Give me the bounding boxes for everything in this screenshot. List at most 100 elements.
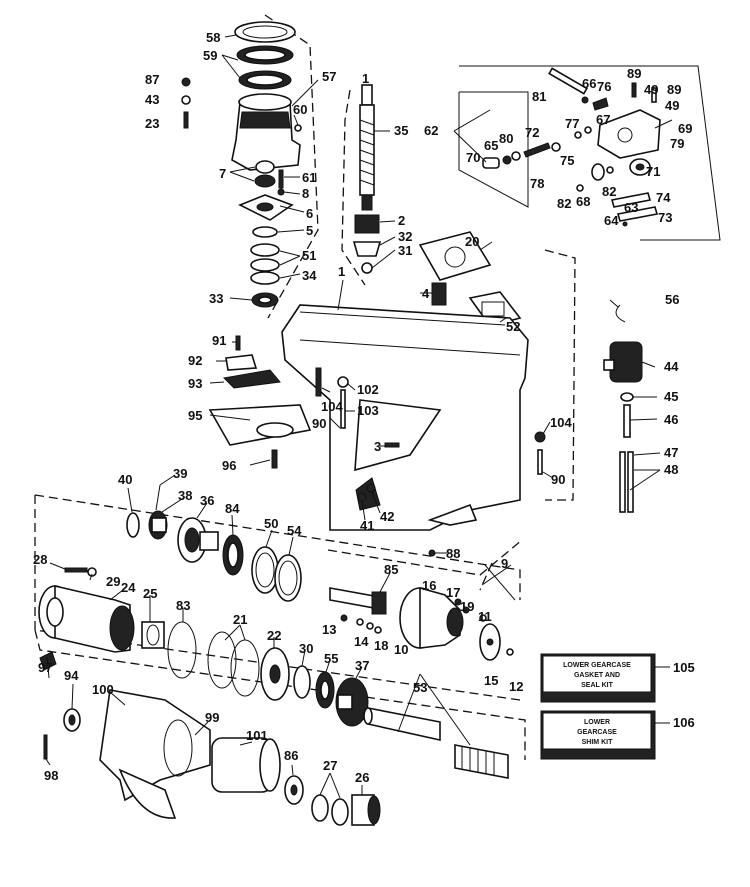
callout-12: 12 (509, 679, 523, 694)
callout-37: 37 (355, 658, 369, 673)
callout-48: 48 (664, 462, 678, 477)
callout-106: 106 (673, 715, 695, 730)
kit-box-106: LOWER GEARCASE SHIM KIT (540, 710, 656, 760)
part-44-shift-housing (603, 341, 643, 383)
callout-87: 87 (145, 72, 159, 87)
part-66-76-clips (581, 96, 609, 111)
callout-8: 8 (302, 186, 309, 201)
callout-62: 62 (424, 123, 438, 138)
part-25-bearing (141, 621, 165, 649)
part-94-washer (63, 708, 81, 732)
leader-lines (45, 34, 670, 799)
callout-17: 17 (446, 585, 460, 600)
part-101-86-27-26-bushing-parts (211, 737, 381, 826)
callout-16: 16 (422, 578, 436, 593)
callout-28: 28 (33, 552, 47, 567)
callout-94: 94 (64, 668, 79, 683)
part-28-29-screw (64, 567, 97, 577)
part-16-bearing-housing (399, 586, 464, 649)
callout-97: 97 (38, 660, 52, 675)
part-5-51-34-washers (250, 226, 280, 285)
callout-79: 79 (670, 136, 684, 151)
part-83-o-ring (167, 621, 197, 679)
callout-65: 65 (484, 138, 498, 153)
callout-90-b: 90 (551, 472, 565, 487)
callout-29: 29 (106, 574, 120, 589)
callout-34: 34 (302, 268, 317, 283)
callout-22: 22 (267, 628, 281, 643)
callout-3: 3 (374, 439, 381, 454)
callout-60: 60 (293, 102, 307, 117)
part-15-12-parts (479, 623, 514, 661)
callout-98: 98 (44, 768, 58, 783)
callout-9: 9 (501, 556, 508, 571)
part-24-bearing-carrier (38, 584, 135, 653)
callout-57: 57 (322, 69, 336, 84)
part-33-bearing (251, 292, 279, 308)
callout-7: 7 (219, 166, 226, 181)
part-39-pin (155, 484, 161, 511)
callout-59: 59 (203, 48, 217, 63)
callout-96: 96 (222, 458, 236, 473)
part-17-19-11-parts (454, 598, 487, 622)
callout-44: 44 (664, 359, 679, 374)
callout-55: 55 (324, 651, 338, 666)
callout-41: 41 (360, 518, 374, 533)
callout-21: 21 (233, 612, 247, 627)
part-47-48-shift-rods (619, 451, 634, 513)
callout-32: 32 (398, 229, 412, 244)
part-59-rings (236, 45, 294, 90)
callout-23: 23 (145, 116, 159, 131)
callout-56: 56 (665, 292, 679, 307)
callout-46: 46 (664, 412, 678, 427)
callout-88: 88 (446, 546, 460, 561)
callout-47: 47 (664, 445, 678, 460)
callout-30: 30 (299, 641, 313, 656)
callout-25: 25 (143, 586, 157, 601)
callout-68: 68 (576, 194, 590, 209)
callout-89-a: 89 (627, 66, 641, 81)
callout-99: 99 (205, 710, 219, 725)
callout-49-b: 49 (665, 98, 679, 113)
assembly-guide-lines (34, 14, 576, 760)
callout-85: 85 (384, 562, 398, 577)
callout-50: 50 (264, 516, 278, 531)
callout-2: 2 (398, 213, 405, 228)
part-60-pin (294, 124, 302, 132)
part-58-seal-ring (234, 21, 296, 43)
callout-54: 54 (287, 523, 302, 538)
part-35-drive-shaft (359, 84, 375, 211)
callout-69: 69 (678, 121, 692, 136)
callout-31: 31 (398, 243, 412, 258)
kit-box-105: LOWER GEARCASE GASKET AND SEAL KIT (540, 653, 656, 703)
part-91-92-93-95-96-trim-tab (208, 335, 312, 469)
part-70-65-80-72-plunger (482, 142, 551, 169)
kit-106-line1: LOWER (584, 719, 610, 726)
part-20-gasket (418, 231, 492, 281)
callout-80: 80 (499, 131, 513, 146)
callout-82-b: 82 (557, 196, 571, 211)
callout-24: 24 (121, 580, 136, 595)
part-71-diaphragm (629, 158, 651, 176)
callout-76: 76 (597, 79, 611, 94)
part-89-49-69-fasteners (631, 82, 673, 129)
callout-4: 4 (422, 286, 430, 301)
callout-33: 33 (209, 291, 223, 306)
callout-52: 52 (506, 319, 520, 334)
kit-106-line3: SHIM KIT (582, 739, 613, 746)
callout-91: 91 (212, 333, 226, 348)
callout-77: 77 (565, 116, 579, 131)
part-3-41-42-screws (357, 442, 400, 502)
kit-105-line1: LOWER GEARCASE (563, 662, 631, 669)
part-84-50-54-washers (222, 534, 302, 602)
callout-20: 20 (465, 234, 479, 249)
callout-36: 36 (200, 493, 214, 508)
kit-105-line2: GASKET AND (574, 672, 620, 679)
part-88-screw (428, 549, 436, 557)
callout-27: 27 (323, 758, 337, 773)
part-21-retainer-rings (207, 631, 260, 697)
callout-93: 93 (188, 376, 202, 391)
callout-53: 53 (413, 680, 427, 695)
callout-40: 40 (118, 472, 132, 487)
